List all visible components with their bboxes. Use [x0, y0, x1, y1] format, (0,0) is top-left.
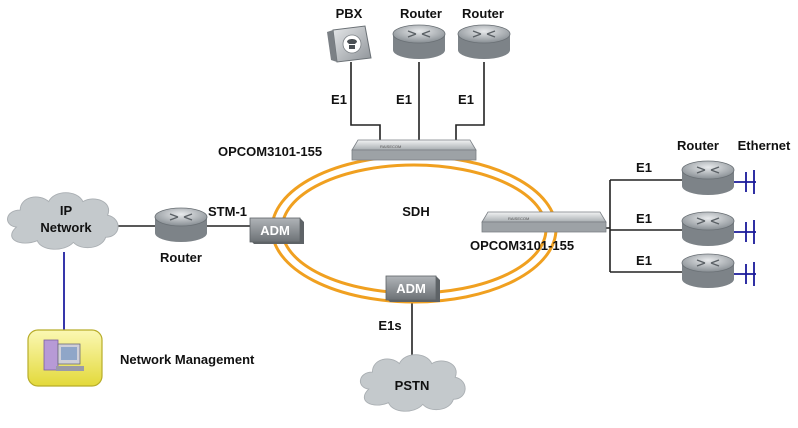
ip-network-label-line2: Network: [40, 220, 92, 235]
router-left-label: Router: [160, 250, 202, 265]
e1-top-3-label: E1: [458, 92, 474, 107]
router-right-1-icon: [681, 160, 735, 196]
e1-top-1-label: E1: [331, 92, 347, 107]
sdh-label: SDH: [402, 204, 429, 219]
adm-left-label: ADM: [260, 223, 290, 238]
router-top-2-icon: [457, 24, 511, 60]
pbx-icon: [327, 25, 372, 63]
e1-right-3-label: E1: [636, 253, 652, 268]
opcom-right-icon: RAISECOM: [481, 211, 607, 233]
network-management-icon: [27, 329, 103, 387]
router-right-3-icon: [681, 253, 735, 289]
router-right-2-icon: [681, 211, 735, 247]
ethernet-port-2-icon: [734, 220, 756, 244]
ethernet-label: Ethernet: [738, 138, 791, 153]
adm-bottom-label: ADM: [396, 281, 426, 296]
router-right-label: Router: [677, 138, 719, 153]
router-top-2-label: Router: [462, 6, 504, 21]
pstn-label: PSTN: [395, 378, 430, 393]
opcom-top-icon: RAISECOM: [351, 139, 477, 161]
stm1-label: STM-1: [208, 204, 247, 219]
ethernet-port-3-icon: [734, 262, 756, 286]
svg-text:RAISECOM: RAISECOM: [508, 216, 529, 221]
link-router-top2-opcom: [455, 62, 485, 140]
e1-right-2-label: E1: [636, 211, 652, 226]
link-pbx-opcom: [350, 62, 381, 140]
ip-network-label-line1: IP: [60, 203, 73, 218]
router-left-icon: [154, 207, 208, 243]
e1-right-1-label: E1: [636, 160, 652, 175]
ethernet-port-1-icon: [734, 170, 756, 194]
e1s-label: E1s: [378, 318, 401, 333]
opcom-right-label: OPCOM3101-155: [470, 238, 574, 253]
adm-left-icon: [249, 217, 304, 244]
e1-top-2-label: E1: [396, 92, 412, 107]
adm-bottom-icon: [385, 275, 440, 302]
router-top-1-icon: [392, 24, 446, 60]
network-management-label: Network Management: [120, 352, 255, 367]
router-top-1-label: Router: [400, 6, 442, 21]
opcom-top-label: OPCOM3101-155: [218, 144, 322, 159]
pbx-label: PBX: [336, 6, 363, 21]
svg-text:RAISECOM: RAISECOM: [380, 144, 401, 149]
